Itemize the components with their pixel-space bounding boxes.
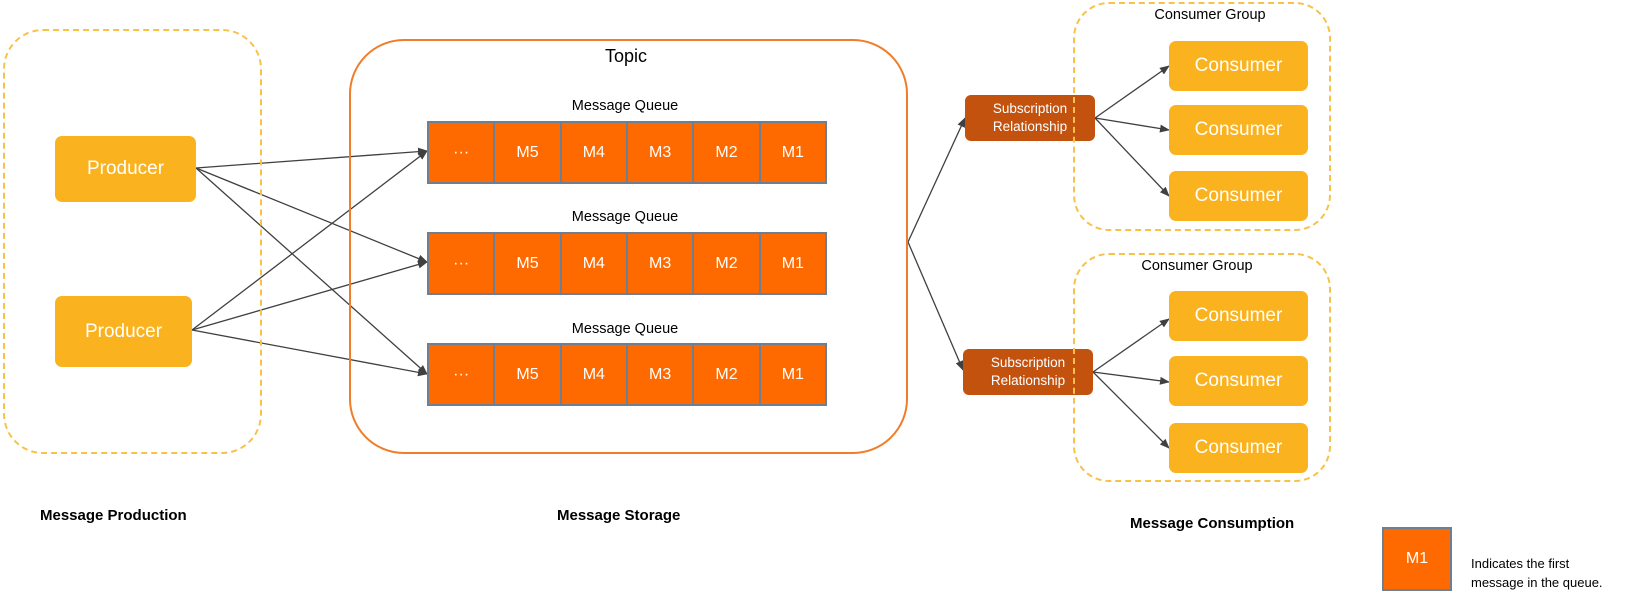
queue-label-3: Message Queue — [571, 321, 679, 337]
queue-label-1: Message Queue — [571, 98, 679, 114]
queue-cell: M4 — [559, 123, 626, 182]
queue-cell: ··· — [453, 365, 470, 383]
consumer-group-1 — [1073, 2, 1331, 231]
consumer-node[interactable]: Consumer — [1169, 41, 1308, 91]
arrow-producer2-queue3 — [191, 329, 428, 377]
arrow-producer1-queue3 — [195, 167, 428, 375]
legend-sample-box: M1 — [1382, 527, 1452, 591]
queue-cell: M1 — [758, 234, 825, 293]
queue-cell: ··· — [453, 143, 470, 161]
arrow-producer2-queue2 — [191, 260, 428, 331]
producer-area — [3, 29, 262, 454]
message-queue-2[interactable]: ··· M5 M4 M3 M2 M1 — [427, 232, 827, 295]
arrow-sub1-consumer1 — [1094, 65, 1170, 119]
consumer-node[interactable]: Consumer — [1169, 291, 1308, 341]
message-queue-3[interactable]: ··· M5 M4 M3 M2 M1 — [427, 343, 827, 406]
legend-description: Indicates the first message in the queue… — [1471, 556, 1603, 590]
arrow-sub1-consumer2 — [1094, 117, 1170, 133]
queue-cell: ··· — [453, 254, 470, 272]
consumer-node[interactable]: Consumer — [1169, 105, 1308, 155]
queue-cell: M3 — [625, 123, 692, 182]
queue-cell: M1 — [758, 345, 825, 404]
stage-label-storage: Message Storage — [557, 507, 681, 524]
queue-cell: M4 — [559, 345, 626, 404]
consumer-node[interactable]: Consumer — [1169, 423, 1308, 473]
queue-cell: M5 — [493, 234, 559, 293]
queue-cell: M5 — [493, 345, 559, 404]
queue-cell: M3 — [625, 345, 692, 404]
arrow-topic-subscription2 — [907, 241, 964, 371]
queue-label-2: Message Queue — [571, 209, 679, 225]
stage-label-production: Message Production — [40, 507, 187, 524]
consumer-group-2 — [1073, 253, 1331, 482]
arrow-producer1-queue1 — [195, 147, 428, 169]
subscription-relationship-2[interactable]: Subscription Relationship — [963, 349, 1093, 395]
message-queue-1[interactable]: ··· M5 M4 M3 M2 M1 — [427, 121, 827, 184]
producer-node-1[interactable]: Producer — [55, 136, 196, 202]
producer-node-2[interactable]: Producer — [55, 296, 192, 367]
queue-cell: M5 — [493, 123, 559, 182]
queue-cell: M4 — [559, 234, 626, 293]
arrow-topic-subscription1 — [907, 117, 966, 243]
consumer-group-title-2: Consumer Group — [1141, 258, 1253, 274]
topic-title: Topic — [604, 46, 648, 66]
arrow-sub2-consumer3 — [1092, 371, 1170, 449]
arrow-sub2-consumer1 — [1092, 318, 1170, 373]
consumer-node[interactable]: Consumer — [1169, 171, 1308, 221]
queue-cell: M3 — [625, 234, 692, 293]
consumer-group-title-1: Consumer Group — [1154, 7, 1266, 23]
arrow-producer1-queue2 — [195, 167, 428, 263]
consumer-node[interactable]: Consumer — [1169, 356, 1308, 406]
arrow-sub2-consumer2 — [1092, 371, 1170, 385]
stage-label-consumption: Message Consumption — [1130, 515, 1295, 532]
arrow-sub1-consumer3 — [1094, 117, 1170, 197]
topic-container — [349, 39, 908, 454]
queue-cell: M2 — [692, 345, 758, 404]
queue-cell: M2 — [692, 123, 758, 182]
arrow-producer2-queue1 — [191, 150, 428, 331]
queue-cell: M2 — [692, 234, 758, 293]
queue-cell: M1 — [758, 123, 825, 182]
